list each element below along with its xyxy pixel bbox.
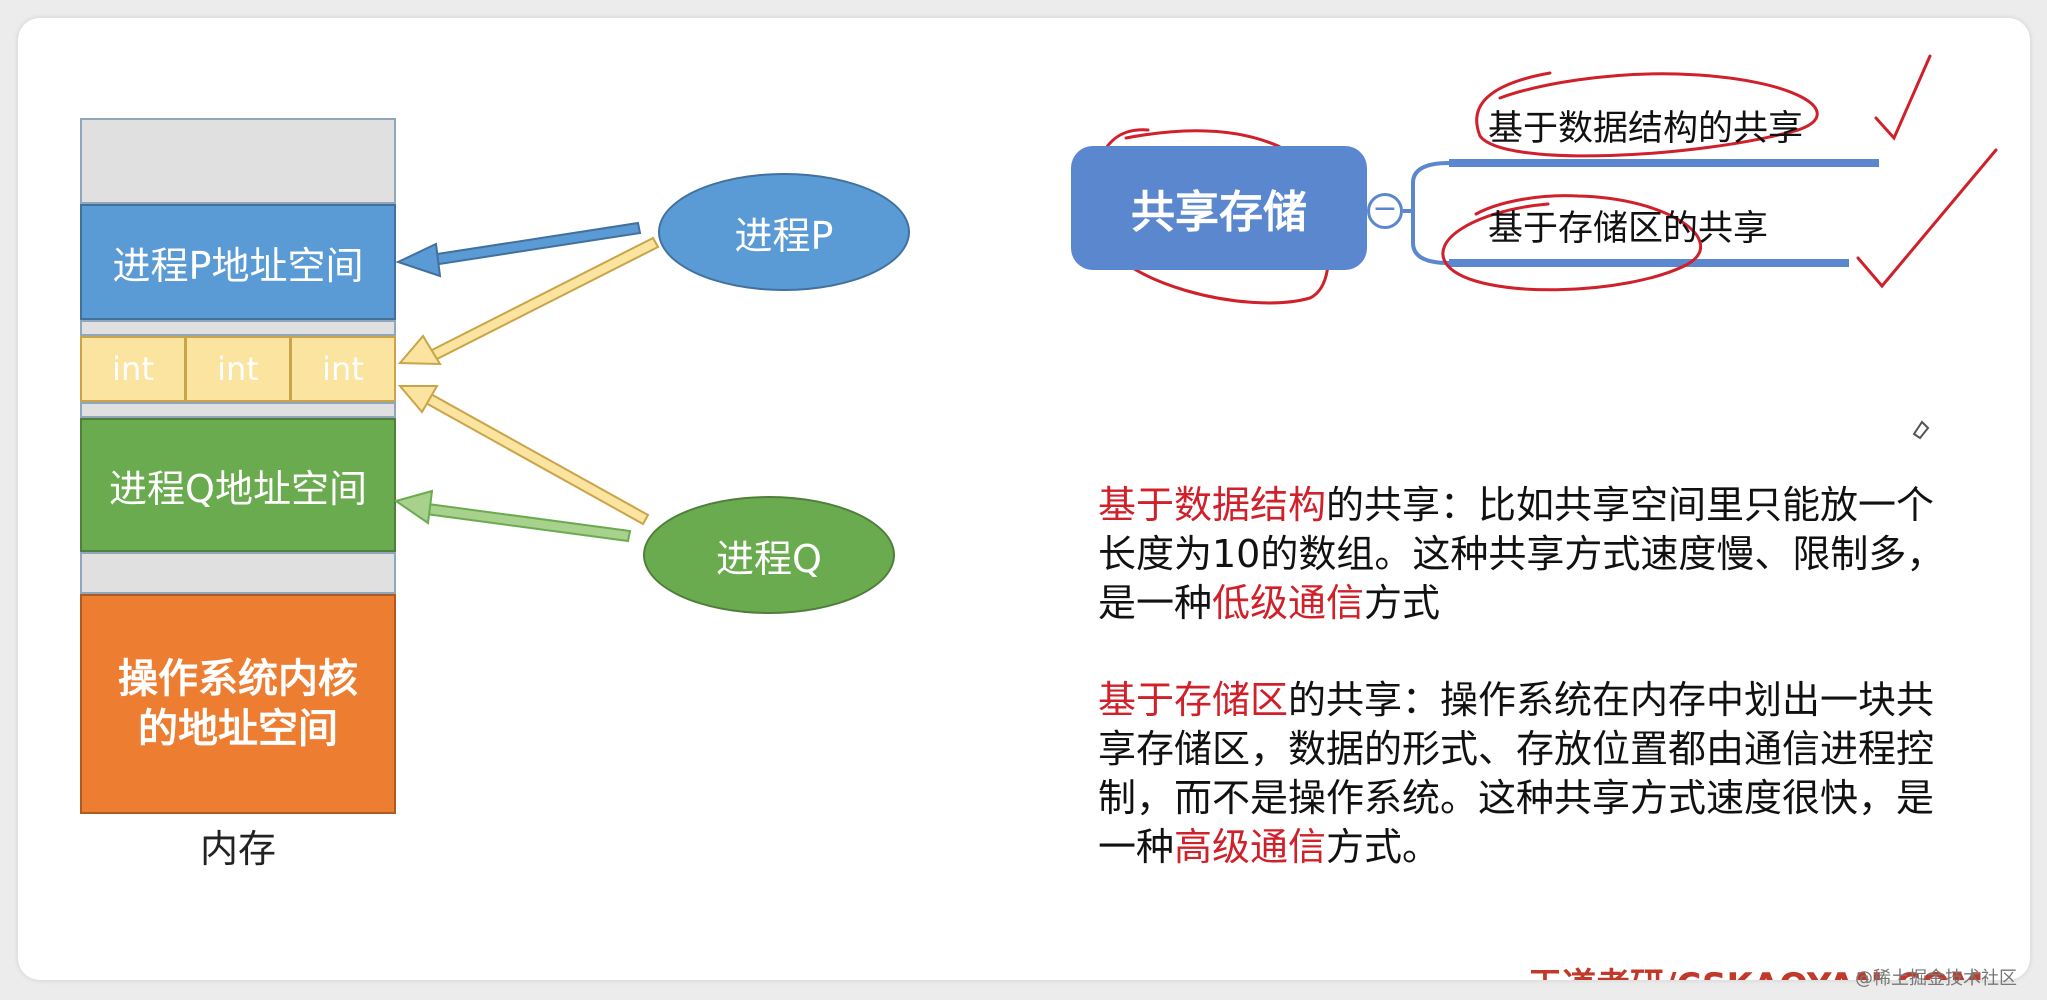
paragraph2-highlight2: 高级通信 — [1174, 825, 1327, 869]
paragraph2-highlight: 基于存储区 — [1098, 678, 1289, 722]
arrow-p-to-shared — [397, 236, 660, 366]
process-q-address-space: 进程Q地址空间 — [80, 418, 396, 552]
watermark: @稀土掘金技术社区 — [1855, 968, 2017, 989]
kernel-label-line1: 操作系统内核 — [118, 656, 358, 702]
slide: 进程P地址空间 int int int 进程Q地址空间 操作系统内核 的地址空间… — [18, 18, 2030, 980]
arrow-q-to-q-space — [393, 489, 632, 543]
mindmap-branch-underlines — [1449, 159, 1879, 267]
paragraph1-highlight: 基于数据结构 — [1098, 483, 1327, 527]
circle-branch1-annotation — [1475, 71, 1819, 158]
collapse-minus-icon[interactable]: − — [1367, 193, 1403, 229]
paragraph2-text-b: 方式。 — [1326, 825, 1441, 869]
process-q-node: 进程Q — [643, 496, 895, 614]
paragraph2-text-a: 的共享：操作系统在内存中划出一块共享存储区，数据的形式、存放位置都由通信进程控制… — [1098, 678, 1935, 869]
memory-label: 内存 — [199, 827, 276, 871]
mindmap-root-shared-storage: 共享存储 — [1071, 146, 1367, 270]
arrow-p-to-p-space — [395, 221, 642, 278]
paragraph-storage-area-sharing: 基于存储区的共享：操作系统在内存中划出一块共享存储区，数据的形式、存放位置都由通… — [1098, 676, 1948, 872]
process-p-address-space-label: 进程P地址空间 — [112, 243, 364, 288]
shared-int-cell-3: int — [290, 336, 396, 402]
footer-brand: 王道考研/CSKAOYAN.COM — [1528, 958, 1984, 980]
paragraph1-highlight2: 低级通信 — [1212, 581, 1365, 625]
checkmark-1-icon — [1874, 54, 1932, 141]
shared-int-cell-2: int — [185, 336, 291, 402]
checkmark-2-icon — [1856, 148, 1998, 289]
pen-cursor-icon — [1912, 420, 1930, 440]
arrow-q-to-shared — [397, 385, 650, 526]
process-q-address-space-label: 进程Q地址空间 — [109, 466, 367, 511]
circle-branch2-annotation — [1441, 194, 1703, 292]
memory-gap-3 — [80, 552, 396, 594]
memory-gap-1 — [80, 320, 396, 336]
kernel-address-space: 操作系统内核 的地址空间 — [80, 594, 396, 814]
paragraph1-text-a: 的共享：比如共享空间里只能放一个长度为10的数组。这种共享方式速度慢、限制多，是… — [1098, 483, 1945, 625]
mindmap-connectors — [1403, 161, 1450, 265]
arrows-layer — [393, 54, 1998, 543]
memory-gap-2 — [80, 402, 396, 418]
paragraph-data-structure-sharing: 基于数据结构的共享：比如共享空间里只能放一个长度为10的数组。这种共享方式速度慢… — [1098, 481, 1948, 628]
memory-gap-top — [80, 118, 396, 204]
process-p-node: 进程P — [658, 173, 910, 291]
mindmap-branch-storage-area: 基于存储区的共享 — [1488, 209, 1769, 249]
mindmap-branch-data-structure: 基于数据结构的共享 — [1488, 109, 1804, 149]
paragraph1-text-b: 方式 — [1364, 581, 1441, 625]
process-p-address-space: 进程P地址空间 — [80, 204, 396, 320]
kernel-label-line2: 的地址空间 — [138, 706, 338, 752]
